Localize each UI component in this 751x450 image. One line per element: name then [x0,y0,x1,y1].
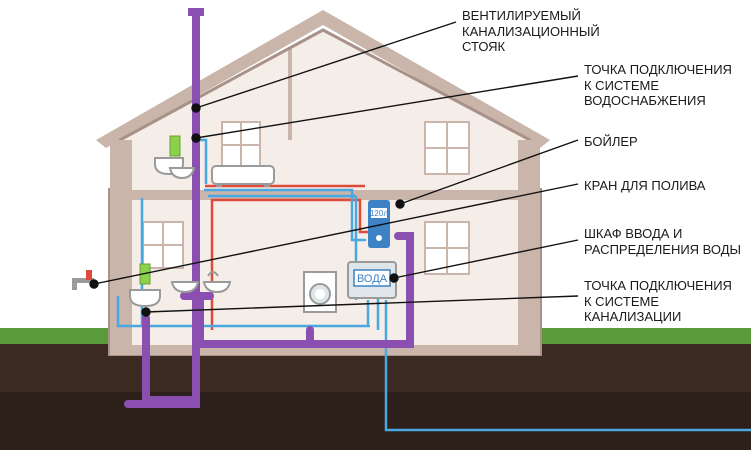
left-wall [110,140,132,354]
callout-dot-boiler [395,199,405,209]
right-wall [518,140,540,354]
vent-cap [188,8,204,16]
window-ground-right [424,221,470,275]
sink-downstairs [170,271,232,294]
boiler: 120л [368,200,390,248]
callout-boiler: БОЙЛЕР [584,134,638,149]
callout-garden-tap: КРАН ДЛЯ ПОЛИВА [584,178,706,193]
sewer-pipes [124,10,414,408]
boiler-capacity-tag: 120л [370,209,388,218]
cabinet-tag: ВОДА [357,273,388,285]
water-cabinet: ВОДА [347,261,397,299]
callout-dot-cabinet [389,273,399,283]
callout-dot-water [191,133,201,143]
hot-water-pipes [205,184,378,330]
callout-vent-stack: ВЕНТИЛИРУЕМЫЙ КАНАЛИЗАЦИОННЫЙ СТОЯК [462,8,600,54]
window-attic-right [424,121,470,175]
callout-dot-tap [89,279,99,289]
callout-water-connection: ТОЧКА ПОДКЛЮЧЕНИЯ К СИСТЕМЕ ВОДОСНАБЖЕНИ… [584,62,732,108]
window-ground-left [142,221,184,269]
garden-tap [72,270,94,290]
callout-inlet-cabinet: ШКАФ ВВОДА И РАСПРЕДЕЛЕНИЯ ВОДЫ [584,226,742,257]
sink-upstairs [168,167,196,180]
floor-slab [110,345,540,355]
callout-dot-sewer [141,307,151,317]
callout-dot-vent [191,103,201,113]
callout-leaders [89,21,579,317]
bathtub [211,165,275,187]
callout-sewer-connection: ТОЧКА ПОДКЛЮЧЕНИЯ К СИСТЕМЕ КАНАЛИЗАЦИИ [584,278,732,324]
ground-deep [0,392,751,450]
